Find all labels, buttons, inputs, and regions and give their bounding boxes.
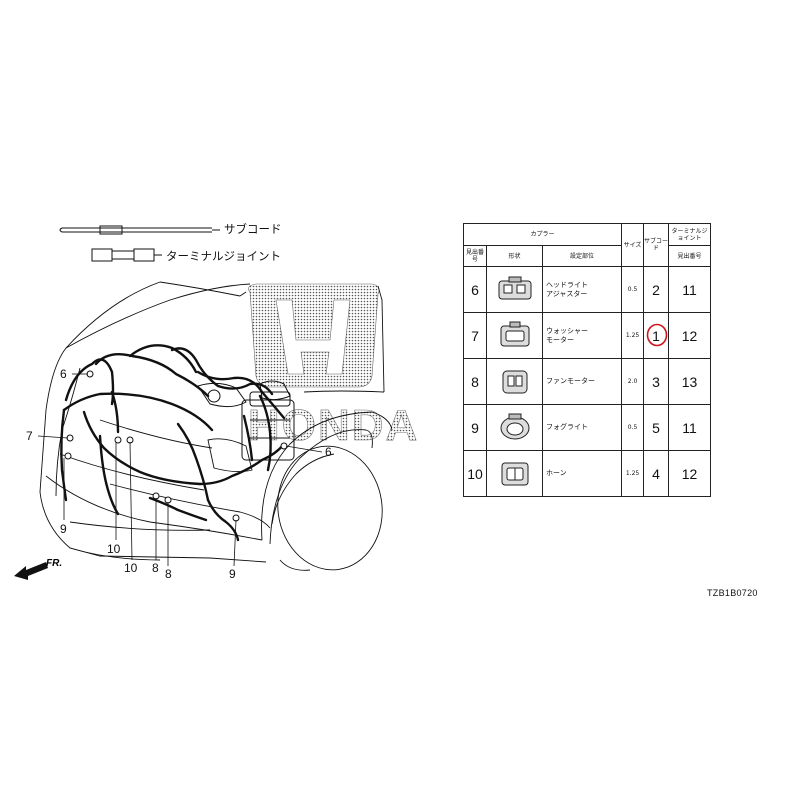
callout-8-b: 8 bbox=[165, 567, 172, 581]
callout-8-a: 8 bbox=[152, 561, 159, 575]
callout-6-right: 6 bbox=[325, 445, 332, 459]
row-sub-cord: 4 bbox=[643, 450, 670, 497]
connector-shape-icon bbox=[486, 266, 543, 313]
terminal-joint-legend-icon bbox=[91, 248, 162, 262]
row-terminal-joint: 13 bbox=[668, 358, 712, 405]
row-index: 9 bbox=[463, 404, 487, 451]
row-index: 6 bbox=[463, 266, 487, 313]
coupler-table: カプラー サイズ サブコード ターミナルジョイント 見出番号 形状 設定部位 見… bbox=[462, 223, 712, 497]
connector-shape-icon bbox=[486, 358, 543, 405]
row-location: ヘッドライトアジャスター bbox=[541, 266, 623, 313]
row-sub-cord: 5 bbox=[643, 404, 670, 451]
row-terminal-joint: 11 bbox=[668, 266, 712, 313]
table-row: 7 ウォッシャーモーター 1.25 1 12 bbox=[463, 312, 712, 359]
callout-10-a: 10 bbox=[107, 542, 121, 556]
connector-shape-icon bbox=[486, 404, 543, 451]
callout-9-bottom: 9 bbox=[229, 567, 236, 581]
row-index: 8 bbox=[463, 358, 487, 405]
front-direction-label: FR. bbox=[46, 558, 62, 569]
terminal-joint-label: ターミナルジョイント bbox=[166, 249, 281, 263]
callout-10-b: 10 bbox=[124, 561, 138, 575]
row-index: 10 bbox=[463, 450, 487, 497]
table-row: 6 ヘッドライトアジャスター 0.5 2 11 bbox=[463, 266, 712, 313]
row-terminal-joint: 11 bbox=[668, 404, 712, 451]
front-direction-arrow-icon: FR. bbox=[14, 558, 62, 580]
row-location: ウォッシャーモーター bbox=[541, 312, 623, 359]
honda-wordmark: HONDA bbox=[248, 401, 419, 450]
honda-logo: HONDA bbox=[248, 283, 419, 450]
sub-cord-legend-icon bbox=[59, 225, 220, 235]
table-row: 10 ホーン 1.25 4 12 bbox=[463, 450, 712, 497]
row-terminal-joint: 12 bbox=[668, 450, 712, 497]
coupler-header: カプラー bbox=[462, 223, 623, 246]
shape-header: 形状 bbox=[486, 245, 543, 267]
callout-9-left: 9 bbox=[60, 522, 67, 536]
row-location: フォグライト bbox=[541, 404, 623, 451]
row-size: 0.5 bbox=[621, 404, 645, 451]
index-no2-header: 見出番号 bbox=[668, 245, 712, 267]
connector-markers bbox=[64, 370, 288, 522]
engine-components bbox=[197, 380, 295, 461]
car-body-outline bbox=[39, 281, 393, 571]
row-terminal-joint: 12 bbox=[668, 312, 712, 359]
callout-7: 7 bbox=[26, 429, 33, 443]
row-sub-cord-highlighted: 1 bbox=[643, 312, 670, 359]
wiring-harness bbox=[60, 344, 286, 542]
callout-leader-lines bbox=[37, 373, 323, 567]
reference-code: TZB1B0720 bbox=[707, 588, 758, 598]
row-sub-cord: 2 bbox=[643, 266, 670, 313]
index-no-header: 見出番号 bbox=[463, 245, 487, 267]
table-row: 8 ファンモーター 2.0 3 13 bbox=[463, 358, 712, 405]
row-index: 7 bbox=[463, 312, 487, 359]
row-size: 2.0 bbox=[621, 358, 645, 405]
size-header: サイズ bbox=[621, 223, 645, 267]
row-sub-cord: 3 bbox=[643, 358, 670, 405]
callout-6-left: 6 bbox=[60, 367, 67, 381]
row-location: ファンモーター bbox=[541, 358, 623, 405]
connector-shape-icon bbox=[486, 450, 543, 497]
row-location: ホーン bbox=[541, 450, 623, 497]
sub-cord-label: サブコード bbox=[224, 222, 282, 236]
row-size: 1.25 bbox=[621, 450, 645, 497]
terminal-joint-header: ターミナルジョイント bbox=[668, 223, 712, 246]
location-header: 設定部位 bbox=[541, 245, 623, 267]
table-row: 9 フォグライト 0.5 5 11 bbox=[463, 404, 712, 451]
connector-shape-icon bbox=[486, 312, 543, 359]
sub-cord-header: サブコード bbox=[643, 223, 670, 267]
highlight-circle bbox=[646, 323, 668, 347]
row-size: 0.5 bbox=[621, 266, 645, 313]
row-size: 1.25 bbox=[621, 312, 645, 359]
